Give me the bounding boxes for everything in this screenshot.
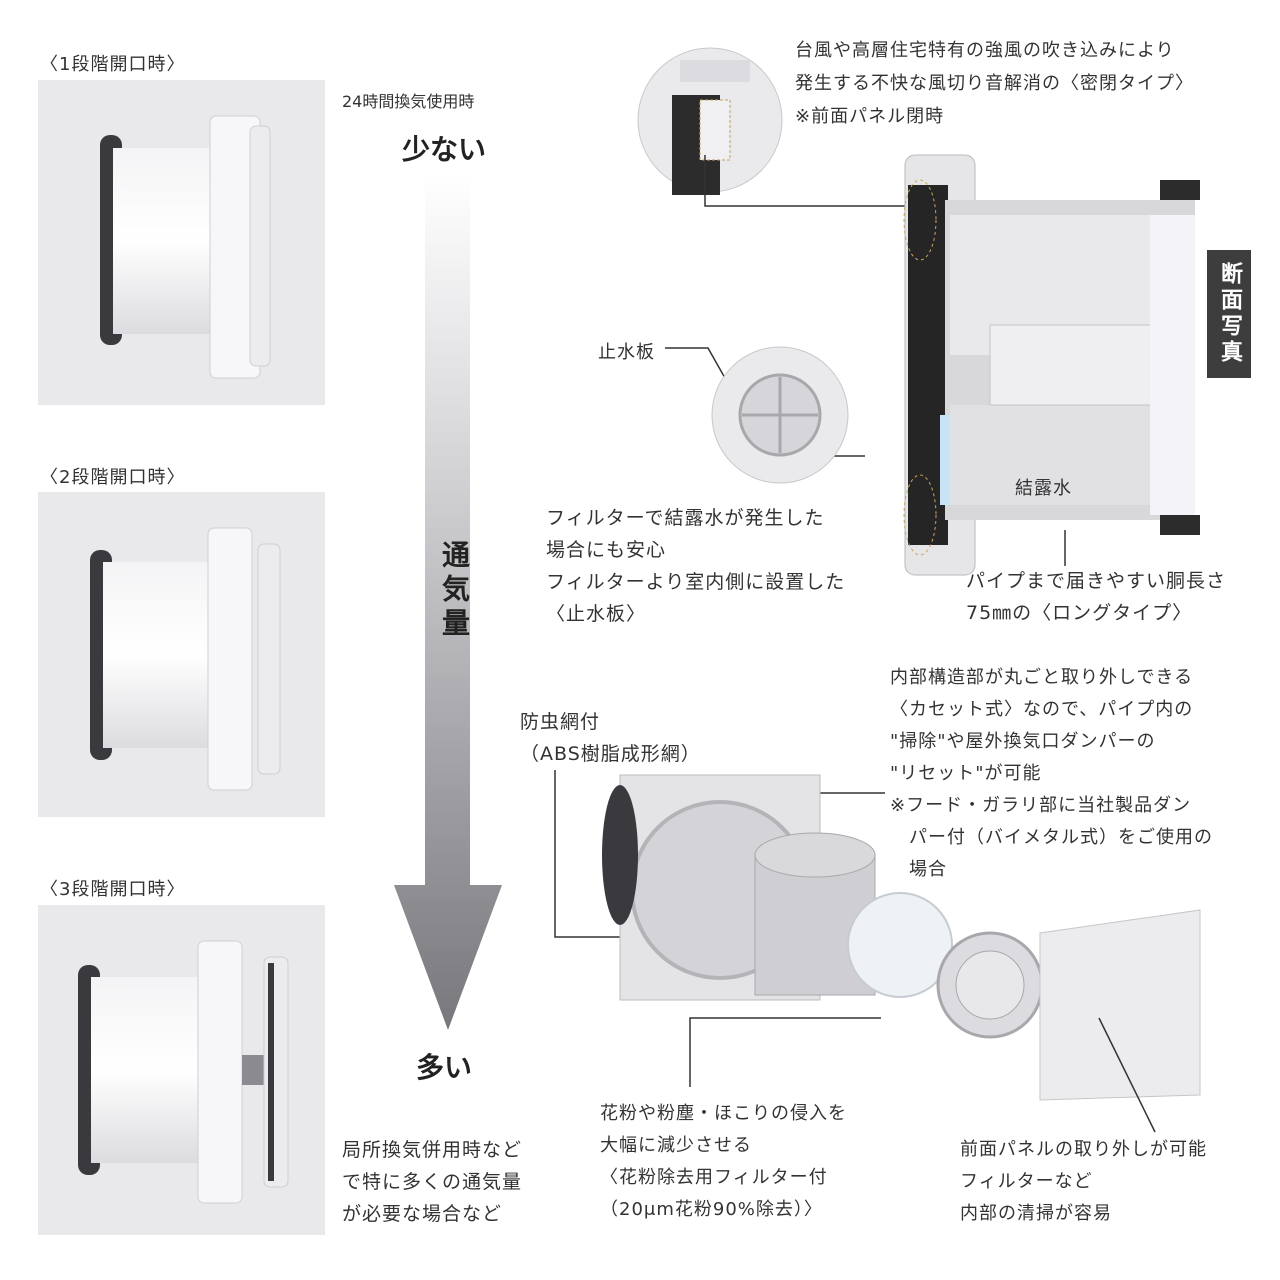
- cassette-text: 内部構造部が丸ごと取り外しできる 〈カセット式〉なので、パイプ内の "掃除"や屋…: [890, 667, 1213, 880]
- long-type-text: パイプまで届きやすい胴長さ 75㎜の〈ロングタイプ〉: [966, 570, 1227, 624]
- stage2-photo: [38, 492, 325, 817]
- pollen-filter-leader: [689, 1017, 881, 1087]
- stage3-label: 〈3段階開口時〉: [40, 879, 186, 900]
- airflow-axis-label: 通気量: [438, 540, 471, 642]
- seal-detail-circle: [637, 47, 783, 195]
- usage-24h-label: 24時間換気使用時: [342, 92, 475, 111]
- stage3-photo: [38, 905, 325, 1235]
- front-panel-leader: [1098, 1017, 1156, 1133]
- stage2-label: 〈2段階開口時〉: [40, 467, 186, 488]
- stage1-label: 〈1段階開口時〉: [40, 54, 186, 75]
- vent-stage1-illustration: [100, 115, 271, 379]
- condensation-label: 結露水: [1015, 478, 1072, 499]
- water-stop-description: フィルターで結露水が発生した 場合にも安心 フィルターより室内側に設置した 〈止…: [546, 507, 846, 625]
- front-panel-text: 前面パネルの取り外しが可能 フィルターなど 内部の清掃が容易: [960, 1139, 1207, 1224]
- usage-bottom-text: 局所換気併用時など で特に多くの通気量 が必要な場合など: [342, 1139, 523, 1225]
- vent-stage2-illustration: [90, 527, 281, 791]
- seal-callout-line: [704, 155, 925, 207]
- pollen-filter-text: 花粉や粉塵・ほこりの侵入を 大幅に減少させる 〈花粉除去用フィルター付 （20μ…: [600, 1103, 847, 1220]
- water-stop-label: 止水板: [598, 342, 655, 363]
- airflow-arrow: [394, 175, 502, 1030]
- airflow-high-label: 多い: [416, 1051, 473, 1084]
- long-type-leader: [1064, 530, 1066, 566]
- water-stop-detail-circle: [711, 346, 849, 484]
- exploded-view-photo: [602, 774, 1201, 1101]
- stage1-photo: [38, 80, 325, 405]
- airflow-low-label: 少ない: [402, 133, 487, 166]
- insect-net-text: 防虫網付 （ABS樹脂成形網）: [520, 711, 701, 765]
- vent-stage3-illustration: [78, 940, 289, 1204]
- sealed-type-text: 台風や高層住宅特有の強風の吹き込みにより 発生する不快な風切り音解消の〈密閉タイ…: [795, 40, 1194, 127]
- section-photo-tag: 断面写真: [1207, 250, 1251, 378]
- cross-section-photo: [903, 154, 1200, 576]
